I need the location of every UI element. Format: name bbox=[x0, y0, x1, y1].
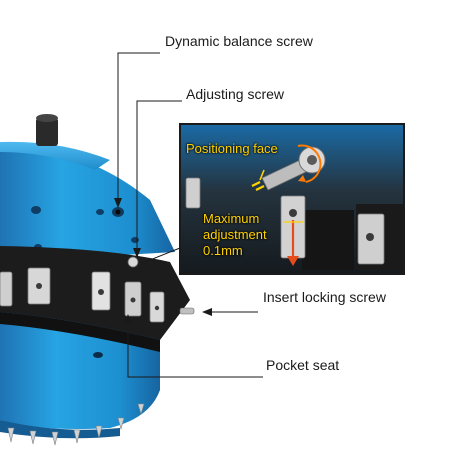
inset-closeup-photo bbox=[179, 123, 405, 275]
inset-maximum: Maximum bbox=[203, 211, 260, 226]
adjustment-arrow-icon bbox=[283, 220, 303, 266]
label-adjusting-screw: Adjusting screw bbox=[186, 86, 285, 102]
label-pocket-seat: Pocket seat bbox=[266, 357, 340, 373]
inset-positioning-face: Positioning face bbox=[186, 141, 278, 156]
rotation-arrow-icon bbox=[297, 144, 322, 183]
label-dynamic-balance-screw: Dynamic balance screw bbox=[165, 33, 313, 49]
cutter-head-illustration bbox=[0, 114, 195, 446]
pocket-seat-leader bbox=[127, 318, 263, 378]
double-arrow-icon bbox=[259, 169, 265, 181]
adjusting-screw-leader bbox=[136, 100, 182, 255]
dynamic-balance-leader bbox=[117, 52, 160, 205]
leader-lines bbox=[114, 52, 265, 378]
label-insert-locking-screw: Insert locking screw bbox=[263, 289, 386, 305]
inset-adjustment: adjustment bbox=[203, 227, 267, 242]
inset-value: 0.1mm bbox=[203, 243, 243, 258]
